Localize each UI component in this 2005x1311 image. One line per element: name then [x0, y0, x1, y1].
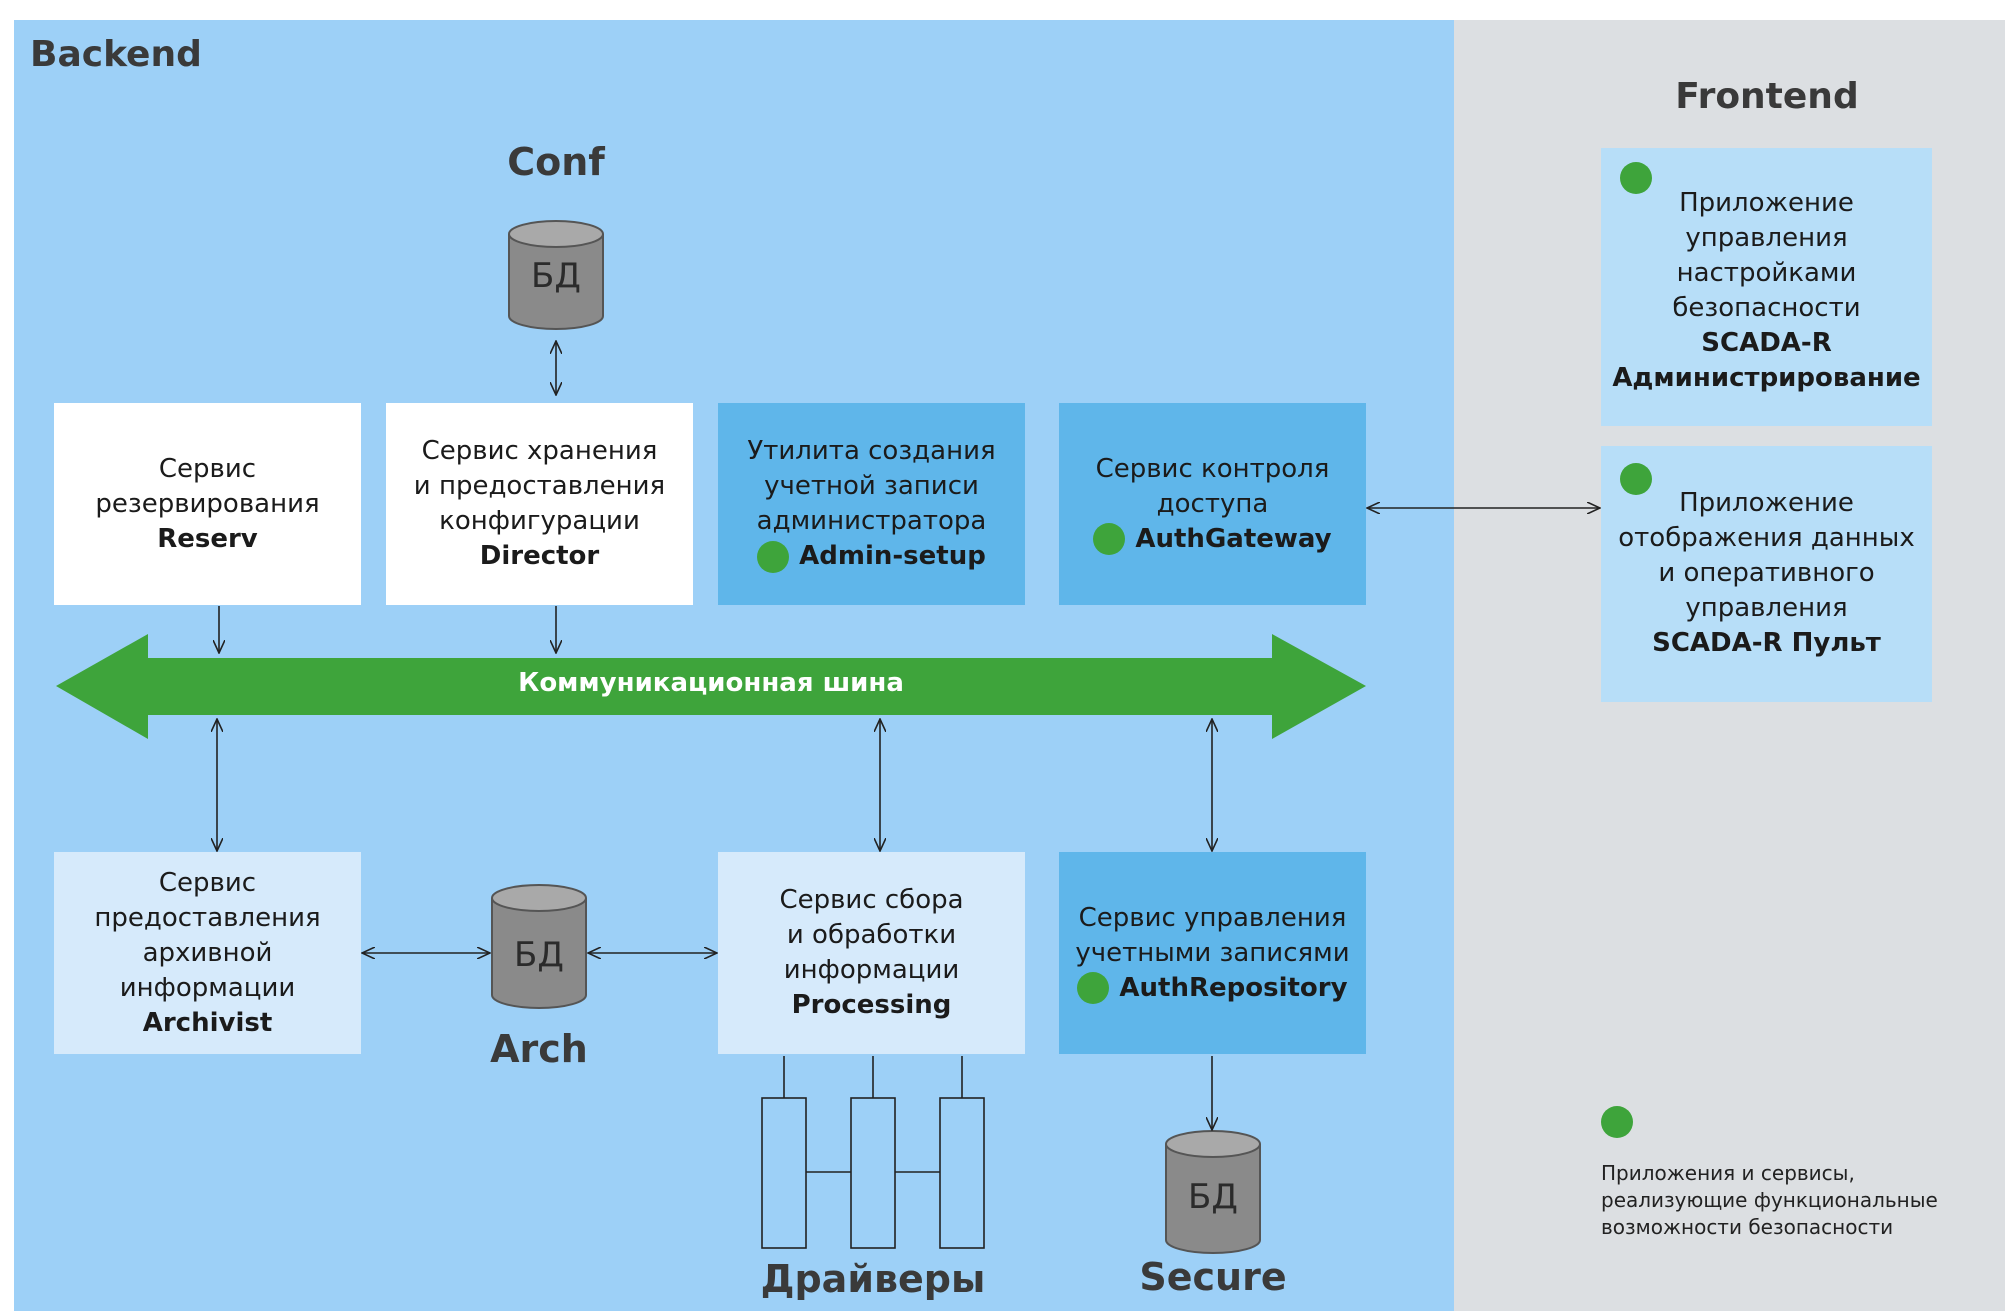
auth-gateway-box: Сервис контроля доступа AuthGateway [1059, 403, 1366, 605]
archivist-line-1: Сервис [158, 867, 257, 898]
admin-app-name-1: SCADA-R [1701, 328, 1832, 358]
backend-title: Backend [30, 34, 202, 75]
admin-setup-line-1: Утилита создания [747, 436, 996, 466]
legend-text: Приложения и сервисы, реализующие функци… [1601, 1160, 1938, 1241]
admin-setup-name: Admin-setup [799, 541, 986, 571]
reserv-name: Reserv [157, 523, 258, 554]
console-app-name: SCADA-R Пульт [1652, 628, 1881, 658]
director-line-1: Сервис хранения [421, 436, 658, 466]
reserv-line-2: резервирования [95, 488, 320, 519]
director-name: Director [479, 541, 600, 571]
secure-db-label: Secure [1139, 1255, 1287, 1299]
archivist-line-3: архивной [142, 937, 273, 968]
archivist-line-4: информации [119, 972, 296, 1003]
admin-setup-box: Утилита создания учетной записи админист… [718, 403, 1025, 605]
director-service-box: Сервис хранения и предоставления конфигу… [386, 403, 693, 605]
admin-app-name-2: Администрирование [1612, 363, 1921, 393]
auth-gateway-name: AuthGateway [1135, 523, 1332, 554]
admin-setup-line-2: учетной записи [764, 471, 979, 501]
legend-line-1: Приложения и сервисы, [1601, 1161, 1855, 1185]
security-marker-icon [1077, 972, 1110, 1004]
legend-line-2: реализующие функциональные [1601, 1188, 1938, 1212]
reserv-line-1: Сервис [158, 453, 257, 484]
arch-db-text: БД [514, 935, 564, 975]
director-line-2: и предоставления [413, 471, 666, 501]
archivist-name: Archivist [142, 1007, 273, 1038]
director-line-3: конфигурации [439, 506, 640, 536]
admin-app-line-3: настройками [1676, 258, 1857, 288]
frontend-title: Frontend [1675, 76, 1859, 117]
console-app-line-4: управления [1685, 593, 1848, 623]
processing-line-1: Сервис сбора [779, 885, 964, 915]
archivist-line-2: предоставления [94, 902, 321, 933]
processing-name: Processing [791, 990, 952, 1020]
admin-setup-line-3: администратора [756, 506, 987, 536]
admin-app-box: Приложение управления настройками безопа… [1601, 148, 1932, 426]
secure-db-cylinder [1165, 1130, 1261, 1254]
admin-app-line-2: управления [1685, 223, 1848, 253]
drivers-group [761, 1056, 985, 1249]
archivist-service-box: Сервис предоставления архивной информаци… [54, 852, 361, 1054]
driver-3 [939, 1097, 985, 1249]
conf-db-cylinder [508, 220, 604, 330]
conf-db-label: Conf [507, 140, 605, 184]
console-app-line-1: Приложение [1679, 488, 1854, 518]
legend-marker-icon [1601, 1106, 1633, 1138]
processing-line-2: и обработки [786, 920, 957, 950]
reserv-service-box: Сервис резервирования Reserv [54, 403, 361, 605]
auth-repository-name: AuthRepository [1119, 972, 1348, 1003]
security-marker-icon [1620, 162, 1652, 194]
auth-gateway-line-2: доступа [1156, 488, 1269, 519]
legend-line-3: возможности безопасности [1601, 1215, 1894, 1239]
security-marker-icon [1093, 523, 1126, 555]
bus-label: Коммуникационная шина [518, 668, 904, 698]
arch-db-cylinder [491, 884, 587, 1009]
bus-label-container: Коммуникационная шина [56, 668, 1366, 704]
auth-repository-line-1: Сервис управления [1078, 902, 1347, 933]
driver-1 [761, 1097, 807, 1249]
communication-bus [56, 634, 1366, 739]
auth-repository-line-2: учетными записями [1075, 937, 1350, 968]
console-app-line-3: и оперативного [1658, 558, 1875, 588]
security-marker-icon [1620, 463, 1652, 495]
admin-app-line-4: безопасности [1672, 293, 1861, 323]
auth-gateway-name-row: AuthGateway [1093, 522, 1332, 557]
auth-repository-box: Сервис управления учетными записями Auth… [1059, 852, 1366, 1054]
security-marker-icon [757, 540, 790, 573]
driver-2 [850, 1097, 896, 1249]
admin-setup-name-row: Admin-setup [757, 539, 986, 574]
arch-db-label: Arch [490, 1027, 588, 1071]
auth-gateway-line-1: Сервис контроля [1095, 453, 1330, 484]
drivers-label: Драйверы [760, 1257, 986, 1301]
processing-service-box: Сервис сбора и обработки информации Proc… [718, 852, 1025, 1054]
admin-app-line-1: Приложение [1679, 188, 1854, 218]
processing-line-3: информации [783, 955, 960, 985]
console-app-line-2: отображения данных [1618, 523, 1915, 553]
secure-db-text: БД [1188, 1177, 1238, 1217]
conf-db-text: БД [531, 256, 581, 296]
console-app-box: Приложение отображения данных и оператив… [1601, 446, 1932, 702]
auth-repository-name-row: AuthRepository [1077, 971, 1348, 1006]
